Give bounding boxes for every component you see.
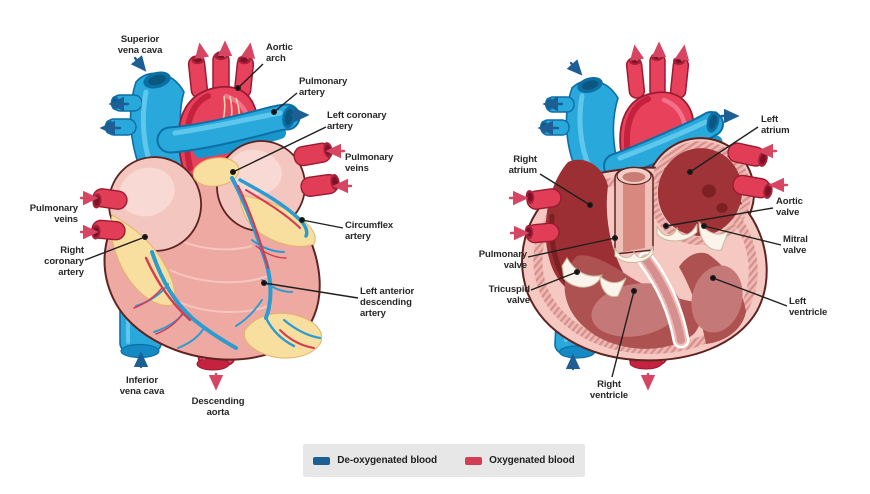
blood-flow-arrows: [79, 40, 789, 391]
label-right-coronary-artery: Right coronary artery: [44, 245, 84, 279]
oxygenated-blood-label: Oxygenated blood: [489, 455, 575, 466]
tricuspid-valve-shape: [561, 257, 627, 298]
left-heart-illustration: [91, 51, 340, 371]
legend: De-oxygenated blood Oxygenated blood: [303, 444, 585, 477]
label-tricuspid-valve: Tricuspid valve: [488, 284, 530, 307]
label-left-atrium: Left atrium: [761, 114, 790, 137]
left-ventricle-chamber: [679, 252, 746, 344]
pulmonary-valve-shape: [614, 245, 654, 263]
legend-item-deoxygenated: De-oxygenated blood: [313, 455, 437, 466]
label-aortic-valve: Aortic valve: [776, 196, 803, 219]
pulmonary-artery-vessel: [156, 103, 301, 158]
label-inferior-vena-cava: Inferior vena cava: [119, 375, 165, 398]
interventricular-septum: [637, 251, 690, 349]
legend-item-oxygenated: Oxygenated blood: [465, 455, 575, 466]
deoxygenated-blood-swatch: [313, 456, 331, 465]
label-aortic-arch: Aortic arch: [266, 42, 293, 65]
coronary-vessels: [133, 176, 322, 350]
aorta-root-tube: [614, 166, 654, 255]
label-right-atrium: Right atrium: [508, 154, 538, 177]
label-pulmonary-veins-left: Pulmonary veins: [29, 203, 78, 226]
left-atrium-chamber: [657, 148, 743, 236]
label-circumflex-artery: Circumflex artery: [345, 220, 394, 243]
mitral-valve-shape: [698, 220, 730, 251]
aortic-valve-shape: [656, 223, 698, 242]
label-pulmonary-veins-right: Pulmonary veins: [345, 152, 394, 175]
deoxygenated-flow-arrows: [99, 55, 740, 371]
oxygenated-flow-arrows: [79, 40, 789, 391]
label-left-ventricle: Left ventricle: [789, 296, 828, 319]
deoxygenated-blood-label: De-oxygenated blood: [337, 455, 438, 466]
right-heart-illustration: [521, 53, 773, 370]
label-right-ventricle: Right ventricle: [589, 379, 629, 402]
label-pulmonary-artery: Pulmonary artery: [299, 76, 348, 99]
label-left-coronary-artery: Left coronary artery: [327, 110, 387, 133]
label-descending-aorta: Descending aorta: [191, 396, 245, 419]
oxygenated-blood-swatch: [465, 456, 483, 465]
label-pulmonary-valve: Pulmonary valve: [478, 249, 527, 272]
leader-lines: [84, 63, 788, 378]
label-mitral-valve: Mitral valve: [783, 234, 808, 257]
label-left-anterior-descending-artery: Left anterior descending artery: [360, 286, 415, 320]
label-superior-vena-cava: Superior vena cava: [117, 34, 163, 57]
